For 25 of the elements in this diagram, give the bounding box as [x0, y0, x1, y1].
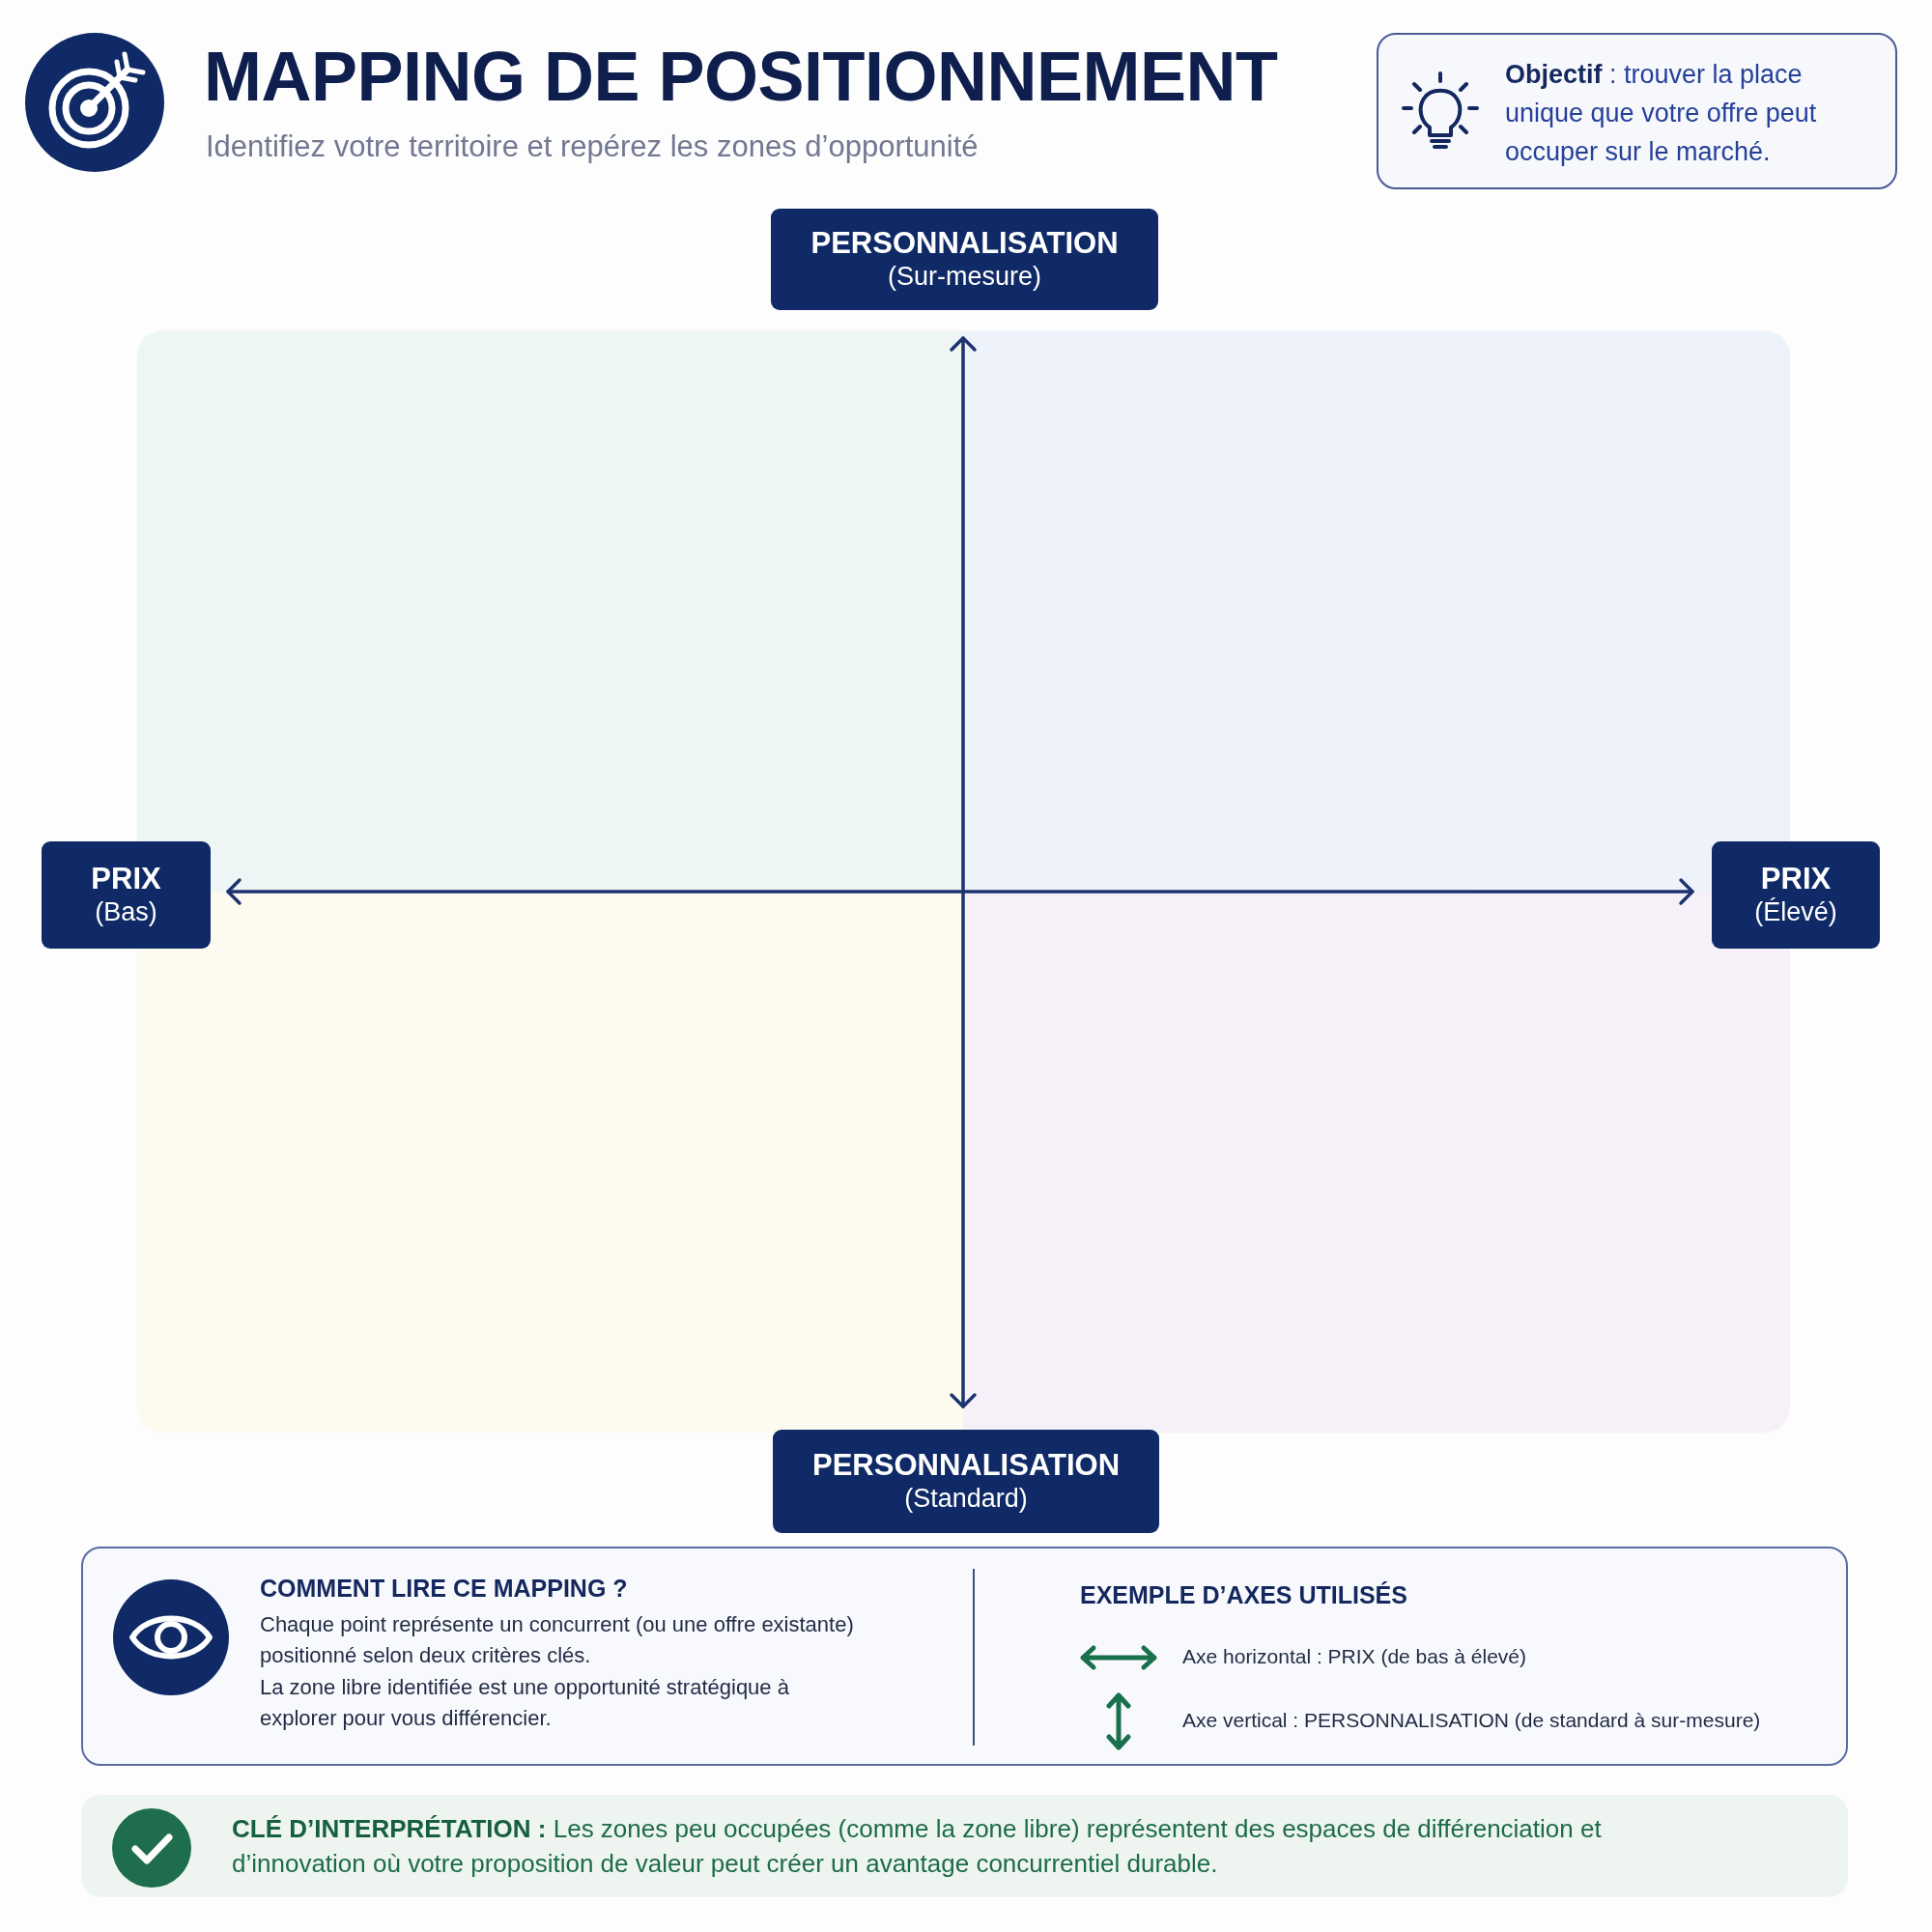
axis-title: PRIX [1760, 861, 1832, 897]
axis-title: PERSONNALISATION [810, 225, 1119, 262]
legend-text: Axe vertical : PERSONNALISATION (de standard à sur-mesure) [1182, 1708, 1761, 1733]
subtitle: Identifiez votre territoire et repérez les zones d’opportunité [206, 128, 979, 165]
body-text: La zone libre identifiée est une opportunité stratégique à explorer pour vous différencier. [260, 1674, 790, 1732]
section-heading: EXEMPLE D’AXES UTILISÉS [1080, 1580, 1407, 1609]
axis-subtitle: (Bas) [95, 896, 157, 929]
page-title: MAPPING DE POSITIONNEMENT [204, 37, 1278, 117]
key-text: CLÉ D’INTERPRÉTATION : Les zones peu occupées (comme la zone libre) représentent des espaces de différenciation et d’innovation où votre proposition de valeur peut créer un avantage concurrentiel durable. [232, 1813, 1603, 1880]
legend-text: Axe horizontal : PRIX (de bas à élevé) [1182, 1644, 1526, 1669]
axis-subtitle: (Élevé) [1754, 896, 1837, 929]
axis-label-box [42, 841, 211, 949]
axis-subtitle: (Standard) [904, 1483, 1028, 1516]
objective-text: Objectif : trouver la place unique que votre offre peut occuper sur le marché. [1505, 59, 1818, 168]
axis-label-box [773, 1430, 1159, 1533]
axis-subtitle: (Sur-mesure) [888, 261, 1041, 294]
callout-card [1377, 33, 1897, 189]
axis-title: PRIX [91, 861, 161, 897]
key-banner [81, 1795, 1848, 1897]
info-panel [81, 1547, 1848, 1766]
section-heading: COMMENT LIRE CE MAPPING ? [260, 1574, 628, 1603]
body-text: Chaque point représente un concurrent (ou une offre existante) positionné selon deux critères clés. [260, 1611, 855, 1669]
axis-title: PERSONNALISATION [811, 1447, 1121, 1484]
axis-label-box [1712, 841, 1880, 949]
axis-label-box [771, 209, 1158, 310]
